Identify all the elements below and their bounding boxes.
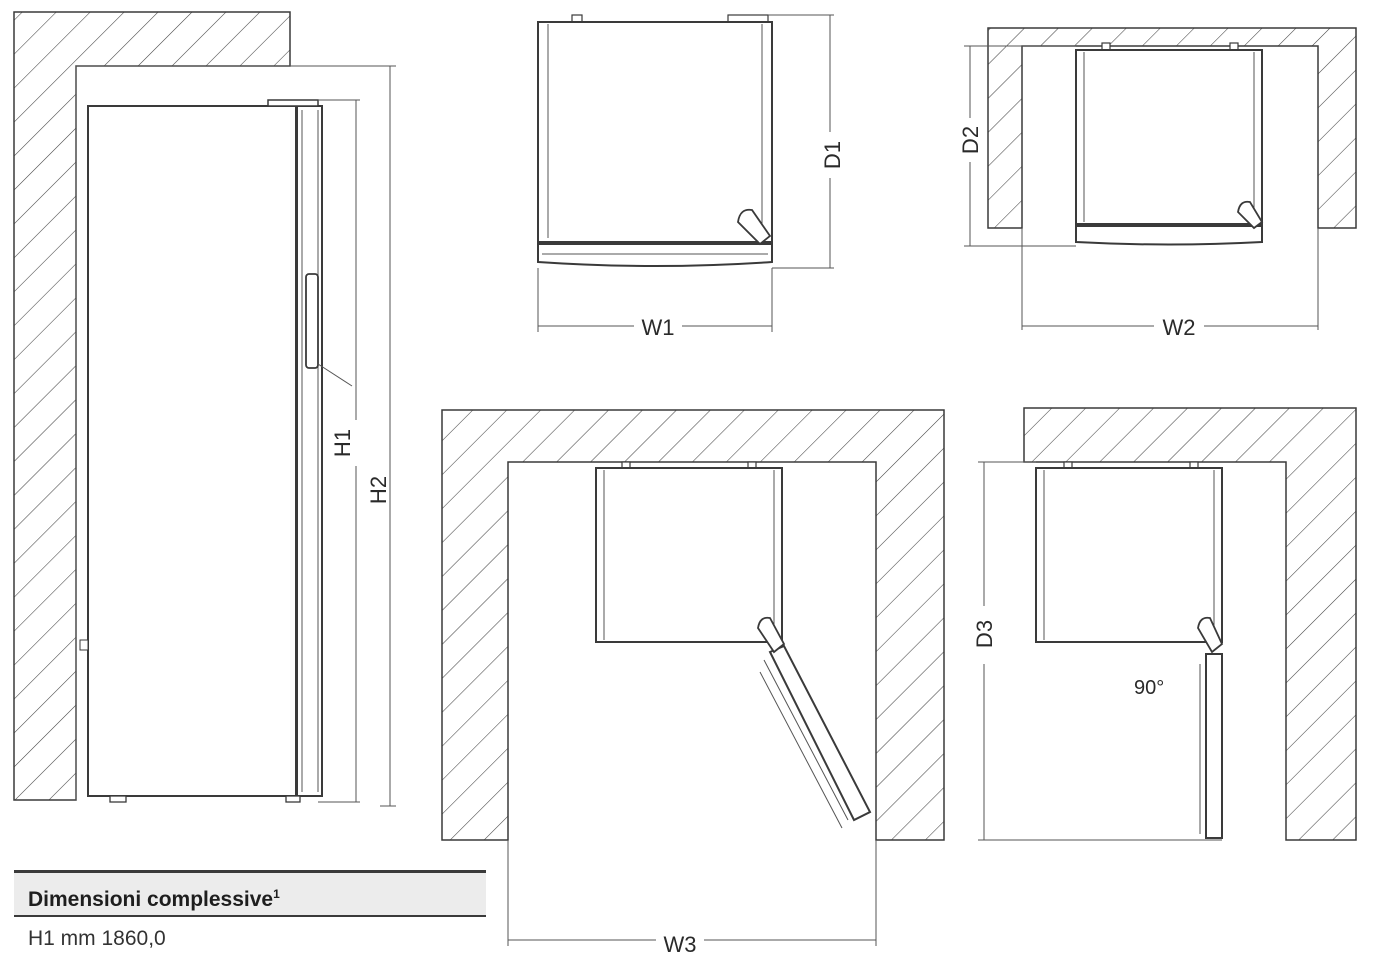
door-handle-side [305,273,319,369]
d1-label: D1 [820,141,845,169]
door-handle-top-1 [737,208,772,246]
niche-wall-hatch-3 [441,409,945,841]
table-row: H1 mm 1860,0 [14,917,486,951]
door-handle-top-3 [757,616,786,654]
fridge-cabinet-top-3 [595,467,783,643]
footnote-mark: 1 [273,887,280,901]
fridge-cabinet-top-2 [1075,49,1263,225]
angle-label: 90° [1134,677,1164,699]
fridge-door-open-4 [1205,653,1223,839]
niche-wall-hatch-2 [987,27,1357,229]
fridge-door-top-2 [1075,225,1263,246]
door-handle-top-2 [1237,200,1264,230]
h1-label: H1 [330,429,355,457]
w1-label: W1 [642,315,675,340]
top-view-d3: 90° D3 [972,407,1357,841]
d2-label: D2 [958,126,983,154]
fridge-cabinet-side [87,105,297,797]
fridge-door-open-3 [768,644,872,822]
dimensions-table: Dimensioni complessive1 H1 mm 1860,0 [14,870,486,951]
fridge-cabinet-top-1 [537,21,773,243]
d3-label: D3 [972,620,997,648]
door-handle-top-4 [1197,616,1224,654]
fridge-cabinet-top-4 [1035,467,1223,643]
table-header: Dimensioni complessive1 [14,870,486,917]
fridge-door-top-1 [537,243,773,267]
top-view-w3: W3 [441,409,945,957]
h2-label: H2 [366,476,391,504]
top-view-w1-d1: D1 W1 [537,14,845,340]
table-title: Dimensioni complessive [28,888,274,911]
row-h1-value: H1 mm 1860,0 [28,927,166,950]
top-view-w2-d2: D2 W2 [958,27,1357,340]
w2-label: W2 [1163,315,1196,340]
w3-label: W3 [664,932,697,957]
side-view: H1 H2 [13,11,396,807]
